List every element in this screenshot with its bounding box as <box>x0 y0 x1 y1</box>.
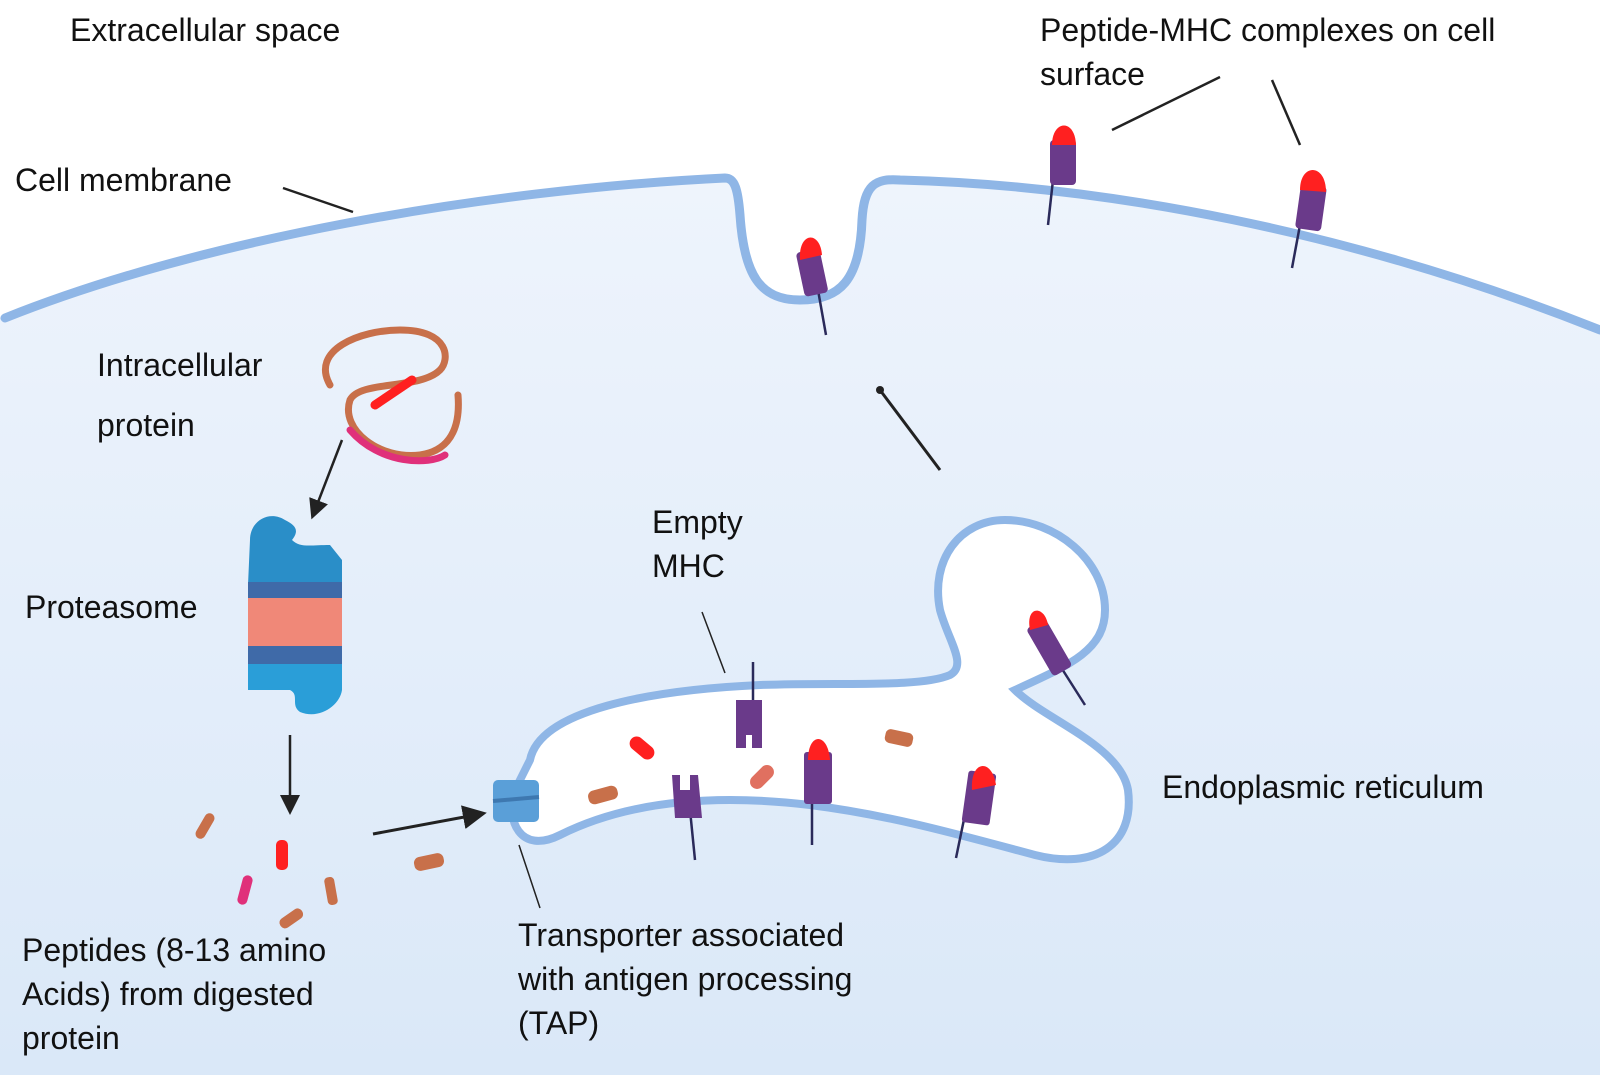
arrow-vesicle-to-membrane <box>878 389 942 471</box>
label-peptide-mhc: Peptide-MHC complexes on cell surface <box>1040 8 1495 96</box>
peptide-mhc-leader-1 <box>1111 75 1221 132</box>
arrow-protein-to-proteasome <box>309 439 344 520</box>
tap-transporter <box>492 780 540 822</box>
label-tap-line2: with antigen processing <box>518 961 853 997</box>
peptide-fragments <box>195 729 914 929</box>
intracellular-protein <box>321 326 462 465</box>
label-peptides: Peptides (8-13 amino Acids) from digeste… <box>22 928 326 1060</box>
mhc-vesicle <box>1027 610 1087 706</box>
label-peptides-line1: Peptides (8-13 amino <box>22 932 327 968</box>
label-intracellular-protein-line2: protein <box>97 407 195 443</box>
mhc-loaded-er-2 <box>954 766 997 859</box>
label-tap-line1: Transporter associated <box>518 917 845 953</box>
mhc-surface-2 <box>1290 169 1327 269</box>
membrane-leader <box>282 186 354 214</box>
arrow-tip-dot <box>876 386 884 394</box>
cell-membrane <box>0 173 1600 335</box>
label-extracellular-space: Extracellular space <box>70 12 341 48</box>
cytoplasm <box>0 178 1600 1075</box>
label-tap: Transporter associated with antigen proc… <box>518 913 852 1045</box>
proteasome <box>248 516 342 715</box>
mhc-empty-bottom <box>672 775 702 861</box>
peptide-mhc-leader-2 <box>1270 79 1302 146</box>
mhc-surface-pit <box>796 237 828 336</box>
mhc-empty-top <box>736 662 762 748</box>
label-tap-line3: (TAP) <box>518 1005 600 1041</box>
label-intracellular-protein-line1: Intracellular <box>97 347 263 383</box>
mhc-loaded-er-1 <box>804 739 832 845</box>
arrow-peptides-to-tap <box>372 805 487 836</box>
label-intracellular-protein: Intracellular protein <box>97 335 262 455</box>
label-endoplasmic-reticulum: Endoplasmic reticulum <box>1162 769 1484 805</box>
tap-leader <box>518 844 541 909</box>
label-proteasome: Proteasome <box>25 589 198 625</box>
mhc-surface-1 <box>1046 125 1076 226</box>
label-peptides-line2: Acids) from digested <box>22 976 314 1012</box>
label-empty-mhc-line1: Empty <box>652 504 743 540</box>
label-peptide-mhc-line2: surface <box>1040 56 1145 92</box>
label-empty-mhc-line2: MHC <box>652 548 725 584</box>
label-peptides-line3: protein <box>22 1020 120 1056</box>
empty-mhc-leader <box>701 611 726 674</box>
label-cell-membrane: Cell membrane <box>15 162 232 198</box>
label-empty-mhc: Empty MHC <box>652 500 743 588</box>
label-peptide-mhc-line1: Peptide-MHC complexes on cell <box>1040 12 1496 48</box>
